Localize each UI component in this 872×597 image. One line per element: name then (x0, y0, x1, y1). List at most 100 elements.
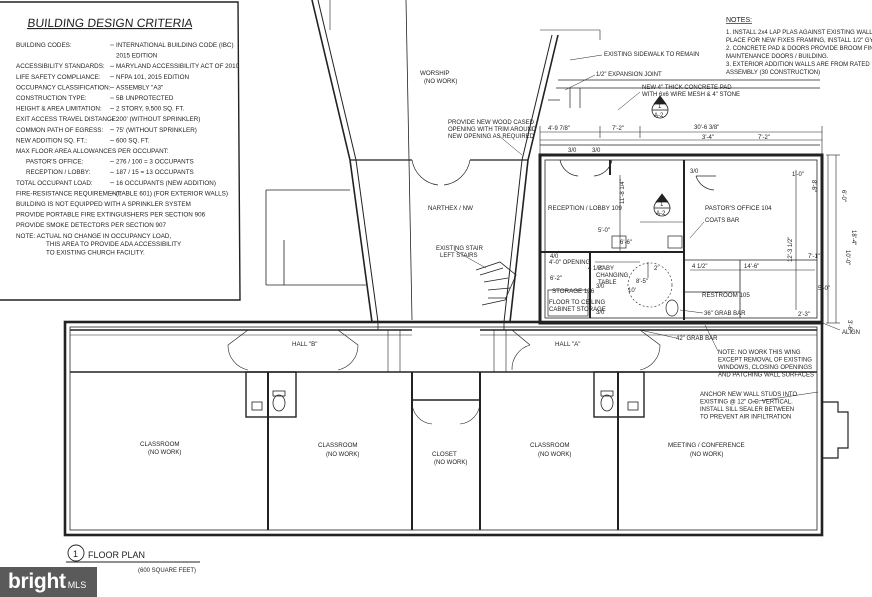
criteria-value: ASSEMBLY "A3" (116, 84, 163, 91)
watermark-brand: bright (8, 570, 66, 593)
narthex-label: NARTHEX / NW (428, 205, 473, 212)
dimension-label: 8'-5" (636, 279, 648, 285)
dimension-lines (539, 126, 840, 324)
notes-title: NOTES: (726, 17, 752, 24)
hall-b-label: HALL "B" (292, 341, 318, 348)
criteria-label: NEW ADDITION SQ. FT.: (16, 137, 87, 144)
criteria-label: HEIGHT & AREA LIMITATION: (16, 106, 102, 113)
plan-title: FLOOR PLAN (88, 550, 145, 560)
new-slab-callout-2: WITH 6x6 WIRE MESH & 4" STONE (642, 92, 740, 98)
section-mark-2-num: 1 (660, 202, 664, 208)
note-line: 1. INSTALL 2x4 LAP PLAS AGAINST EXISTING… (726, 30, 872, 36)
classroom-1-label: CLASSROOM (140, 441, 180, 448)
classroom-3-label: CLASSROOM (530, 442, 570, 449)
new-addition-walls (538, 153, 824, 325)
watermark-suffix: MLS (67, 580, 87, 590)
criteria-label: COMMON PATH OF EGRESS: (16, 127, 103, 134)
dimension-label: 7'-1" (808, 254, 820, 260)
dimension-labels: 4'-9 7/8"7'-2"30'-6 3/8"3'-4"7'-2"11'-8 … (548, 125, 856, 332)
dimension-label: 7'-2" (612, 126, 624, 132)
dimension-label: 6'-2" (550, 276, 562, 282)
criteria-label: RECEPTION / LOBBY: (26, 169, 91, 176)
note-line: 3. EXTERIOR ADDITION WALLS ARE FROM RATE… (726, 62, 870, 68)
classroom-3-no-work: (NO WORK) (538, 452, 571, 458)
dimension-label: 5'-0" (818, 286, 830, 292)
existing-stair-callout-1: EXISTING STAIR (436, 246, 484, 252)
existing-stair-callout-2: LEFT STAIRS (440, 253, 477, 259)
anchor-note-line: TO PREVENT AIR INFILTRATION (700, 415, 791, 421)
dimension-label: 3/0 (592, 148, 601, 154)
anchor-note-line: ANCHOR NEW WALL STUDS INTO (700, 392, 797, 398)
notes-lines: 1. INSTALL 2x4 LAP PLAS AGAINST EXISTING… (726, 30, 872, 76)
anchor-note-line: INSTALL SILL SEALER BETWEEN (700, 407, 794, 413)
section-marker-1 (651, 95, 669, 119)
toilet-fixtures (251, 390, 639, 412)
addition-note-line: AND PATCHING WALL SURFACES (718, 373, 814, 379)
baby-changing-callout-2: CHANGING (596, 273, 629, 279)
baby-changing-callout-3: TABLE (598, 280, 617, 286)
dimension-label: 6'-6" (620, 240, 632, 246)
dimension-label: 6'-0" (840, 190, 846, 202)
criteria-rows: BUILDING CODES:INTERNATIONAL BUILDING CO… (16, 42, 240, 257)
closet-label: CLOSET (432, 451, 457, 458)
expansion-joint-callout: 1/2" EXPANSION JOINT (596, 72, 662, 78)
section-marker-2 (653, 193, 671, 217)
dimension-label: 8'-6" (810, 180, 816, 192)
classroom-2-label: CLASSROOM (318, 442, 358, 449)
floor-ceiling-callout-2: CABINET STORAGE (549, 307, 606, 313)
dimension-label: 1'-0" (792, 172, 804, 178)
criteria-label: EXIT ACCESS TRAVEL DISTANCE: (16, 116, 118, 123)
existing-stair (475, 261, 517, 306)
dimension-label: 4/0 (550, 254, 559, 260)
criteria-value: 16 OCCUPANTS (NEW ADDITION) (116, 180, 216, 187)
new-opening-callout-1: PROVIDE NEW WOOD CASED (448, 120, 535, 126)
criteria-label: MAX FLOOR AREA ALLOWANCES PER OCCUPANT: (16, 148, 169, 155)
criteria-value: 600 SQ. FT. (116, 137, 150, 144)
criteria-value: (TABLE 601) (FOR EXTERIOR WALLS) (116, 190, 228, 197)
pastor-office-label: PASTOR'S OFFICE 104 (705, 205, 772, 212)
worship-no-work: (NO WORK) (424, 79, 457, 85)
dimension-label: 4'-9 7/8" (548, 126, 570, 132)
plan-subtitle: (600 SQUARE FEET) (138, 568, 196, 574)
addition-note-line: WINDOWS, CLOSING OPENINGS (718, 365, 812, 371)
floor-ceiling-callout-1: FLOOR TO CEILING (549, 300, 605, 306)
grab-bar-36-callout: 36" GRAB BAR (704, 311, 746, 317)
criteria-title: BUILDING DESIGN CRITERIA (27, 16, 194, 30)
section-mark-1-num: 1 (658, 104, 662, 110)
criteria-value: 2015 EDITION (116, 53, 158, 60)
dimension-label: 11'-8 1/4" (620, 179, 626, 204)
dimension-label: 4'-0" OPENING (549, 260, 591, 266)
criteria-label: OCCUPANCY CLASSIFICATION: (16, 84, 111, 91)
restroom-label: RESTROOM 105 (702, 292, 750, 299)
criteria-statement: BUILDING IS NOT EQUIPPED WITH A SPRINKLE… (16, 201, 191, 208)
classroom-1-no-work: (NO WORK) (148, 450, 181, 456)
criteria-label: TOTAL OCCUPANT LOAD: (16, 180, 93, 187)
lower-wing-walls (63, 320, 849, 537)
criteria-statement: PROVIDE SMOKE DETECTORS PER SECTION 907 (16, 222, 166, 229)
note-line: PLACE FOR NEW FIXES FRAMING, INSTALL 1/2… (726, 38, 872, 44)
dimension-label: 3/0 (596, 284, 605, 290)
criteria-value: NFPA 101, 2015 EDITION (116, 74, 189, 81)
criteria-label: CONSTRUCTION TYPE: (16, 95, 87, 102)
worship-label: WORSHIP (420, 70, 450, 77)
design-criteria-block: BUILDING DESIGN CRITERIA BUILDING CODES:… (0, 1, 241, 301)
dimension-label: 3/0 (690, 169, 699, 175)
note-line: MAINTENANCE DOORS / BUILDING. (726, 54, 829, 60)
criteria-value: 2 STORY, 9,500 SQ. FT. (116, 106, 185, 113)
criteria-note-line: NOTE: ACTUAL NO CHANGE IN OCCUPANCY LOAD… (16, 233, 171, 240)
new-opening-callout-3: NEW OPENING AS REQUIRED (448, 134, 535, 140)
section-mark-1-sheet: A-2 (654, 113, 664, 119)
addition-note-line: EXCEPT REMOVAL OF EXISTING (718, 358, 812, 364)
align-callout: ALIGN (842, 330, 860, 336)
criteria-label: LIFE SAFETY COMPLIANCE: (16, 74, 101, 81)
classroom-2-no-work: (NO WORK) (326, 452, 359, 458)
existing-sidewalk-callout: EXISTING SIDEWALK TO REMAIN (604, 52, 699, 58)
note-line: 2. CONCRETE PAD & DOORS PROVIDE BROOM FI… (726, 46, 872, 52)
dimension-label: 3/0 (568, 148, 577, 154)
criteria-value: 187 / 15 = 13 OCCUPANTS (116, 169, 194, 176)
criteria-value: 276 / 100 = 3 OCCUPANTS (116, 159, 194, 166)
coat-rack-callout: COATS BAR (705, 218, 740, 224)
plan-number: 1 (73, 549, 78, 559)
